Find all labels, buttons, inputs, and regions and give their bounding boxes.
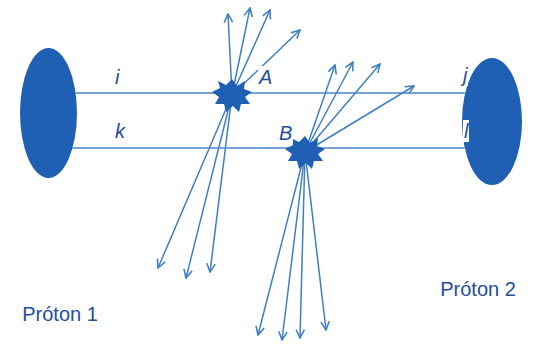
parton-label: k (114, 120, 126, 142)
particle-jets (158, 8, 414, 340)
parton-label: l (463, 120, 469, 142)
parton-label: B (278, 122, 293, 144)
proton-label: Próton 2 (440, 278, 516, 301)
proton-ellipse: Próton 1 (20, 48, 77, 178)
parton-line (73, 147, 465, 149)
proton-ellipse: Próton 2 (462, 58, 522, 185)
collision-blob (212, 79, 252, 112)
parton-label: j (462, 64, 468, 86)
proton-label: Próton 1 (22, 303, 98, 326)
parton-label: i (114, 66, 120, 88)
parton-line (76, 92, 466, 94)
proton-shape (20, 48, 77, 178)
parton-label: A (258, 66, 273, 88)
proton-shape (462, 58, 522, 185)
